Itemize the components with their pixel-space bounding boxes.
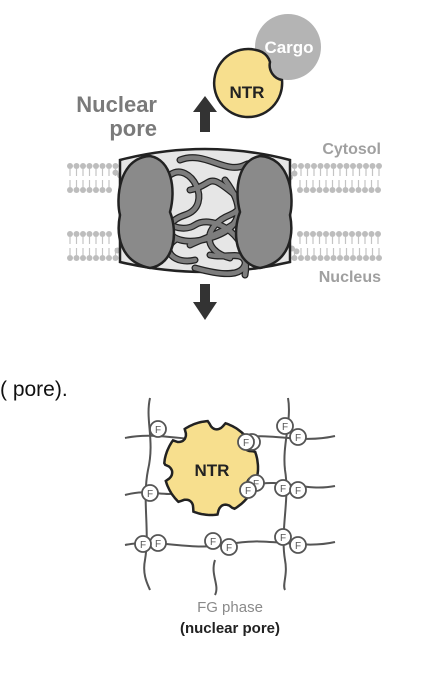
fg-bead: F [289, 428, 307, 446]
svg-text:F: F [243, 438, 249, 449]
svg-text:F: F [245, 486, 251, 497]
pore-label: pore [109, 116, 157, 141]
membrane-right [277, 163, 382, 261]
svg-text:F: F [280, 533, 286, 544]
ntr-circle-top [212, 47, 284, 119]
fg-bead: F [149, 420, 167, 438]
svg-text:F: F [147, 489, 153, 500]
fg-phase-caption: FG phase [197, 599, 263, 616]
svg-text:F: F [295, 486, 301, 497]
ntr-label-bottom: NTR [195, 461, 230, 480]
cargo-label: Cargo [264, 38, 313, 57]
svg-text:F: F [210, 537, 216, 548]
fg-bead: F [220, 538, 238, 556]
fg-bead: F [204, 532, 222, 550]
svg-text:F: F [155, 539, 161, 550]
nucleus-label: Nucleus [319, 269, 381, 286]
fg-bead: F [274, 528, 292, 546]
svg-text:F: F [295, 541, 301, 552]
ntr-label-top: NTR [230, 83, 265, 102]
export-arrow-up [193, 96, 217, 132]
cargo-circle [255, 14, 321, 80]
fg-bead: F [289, 536, 307, 554]
svg-text:F: F [155, 425, 161, 436]
clipped-body-text: ( pore). [0, 378, 68, 401]
fg-bead: F [274, 479, 292, 497]
nuclear-pore-caption: (nuclear pore) [180, 620, 280, 637]
svg-text:F: F [140, 540, 146, 551]
svg-text:F: F [280, 484, 286, 495]
fg-bead: F [134, 535, 152, 553]
svg-text:F: F [253, 479, 259, 490]
fg-bead: F [149, 534, 167, 552]
fg-bead: F [141, 484, 159, 502]
nuclear-label: Nuclear [76, 92, 157, 117]
svg-text:F: F [295, 433, 301, 444]
import-arrow-down [193, 284, 217, 320]
fg-bead: F [239, 481, 257, 499]
cytosol-label: Cytosol [322, 141, 381, 158]
svg-text:F: F [226, 543, 232, 554]
pore-complex [117, 147, 293, 279]
fg-bead: F [276, 417, 294, 435]
cargo-ntr-complex: Cargo NTR [212, 14, 321, 119]
fg-bead: F [289, 481, 307, 499]
svg-text:F: F [282, 422, 288, 433]
fg-bead: F [237, 433, 255, 451]
